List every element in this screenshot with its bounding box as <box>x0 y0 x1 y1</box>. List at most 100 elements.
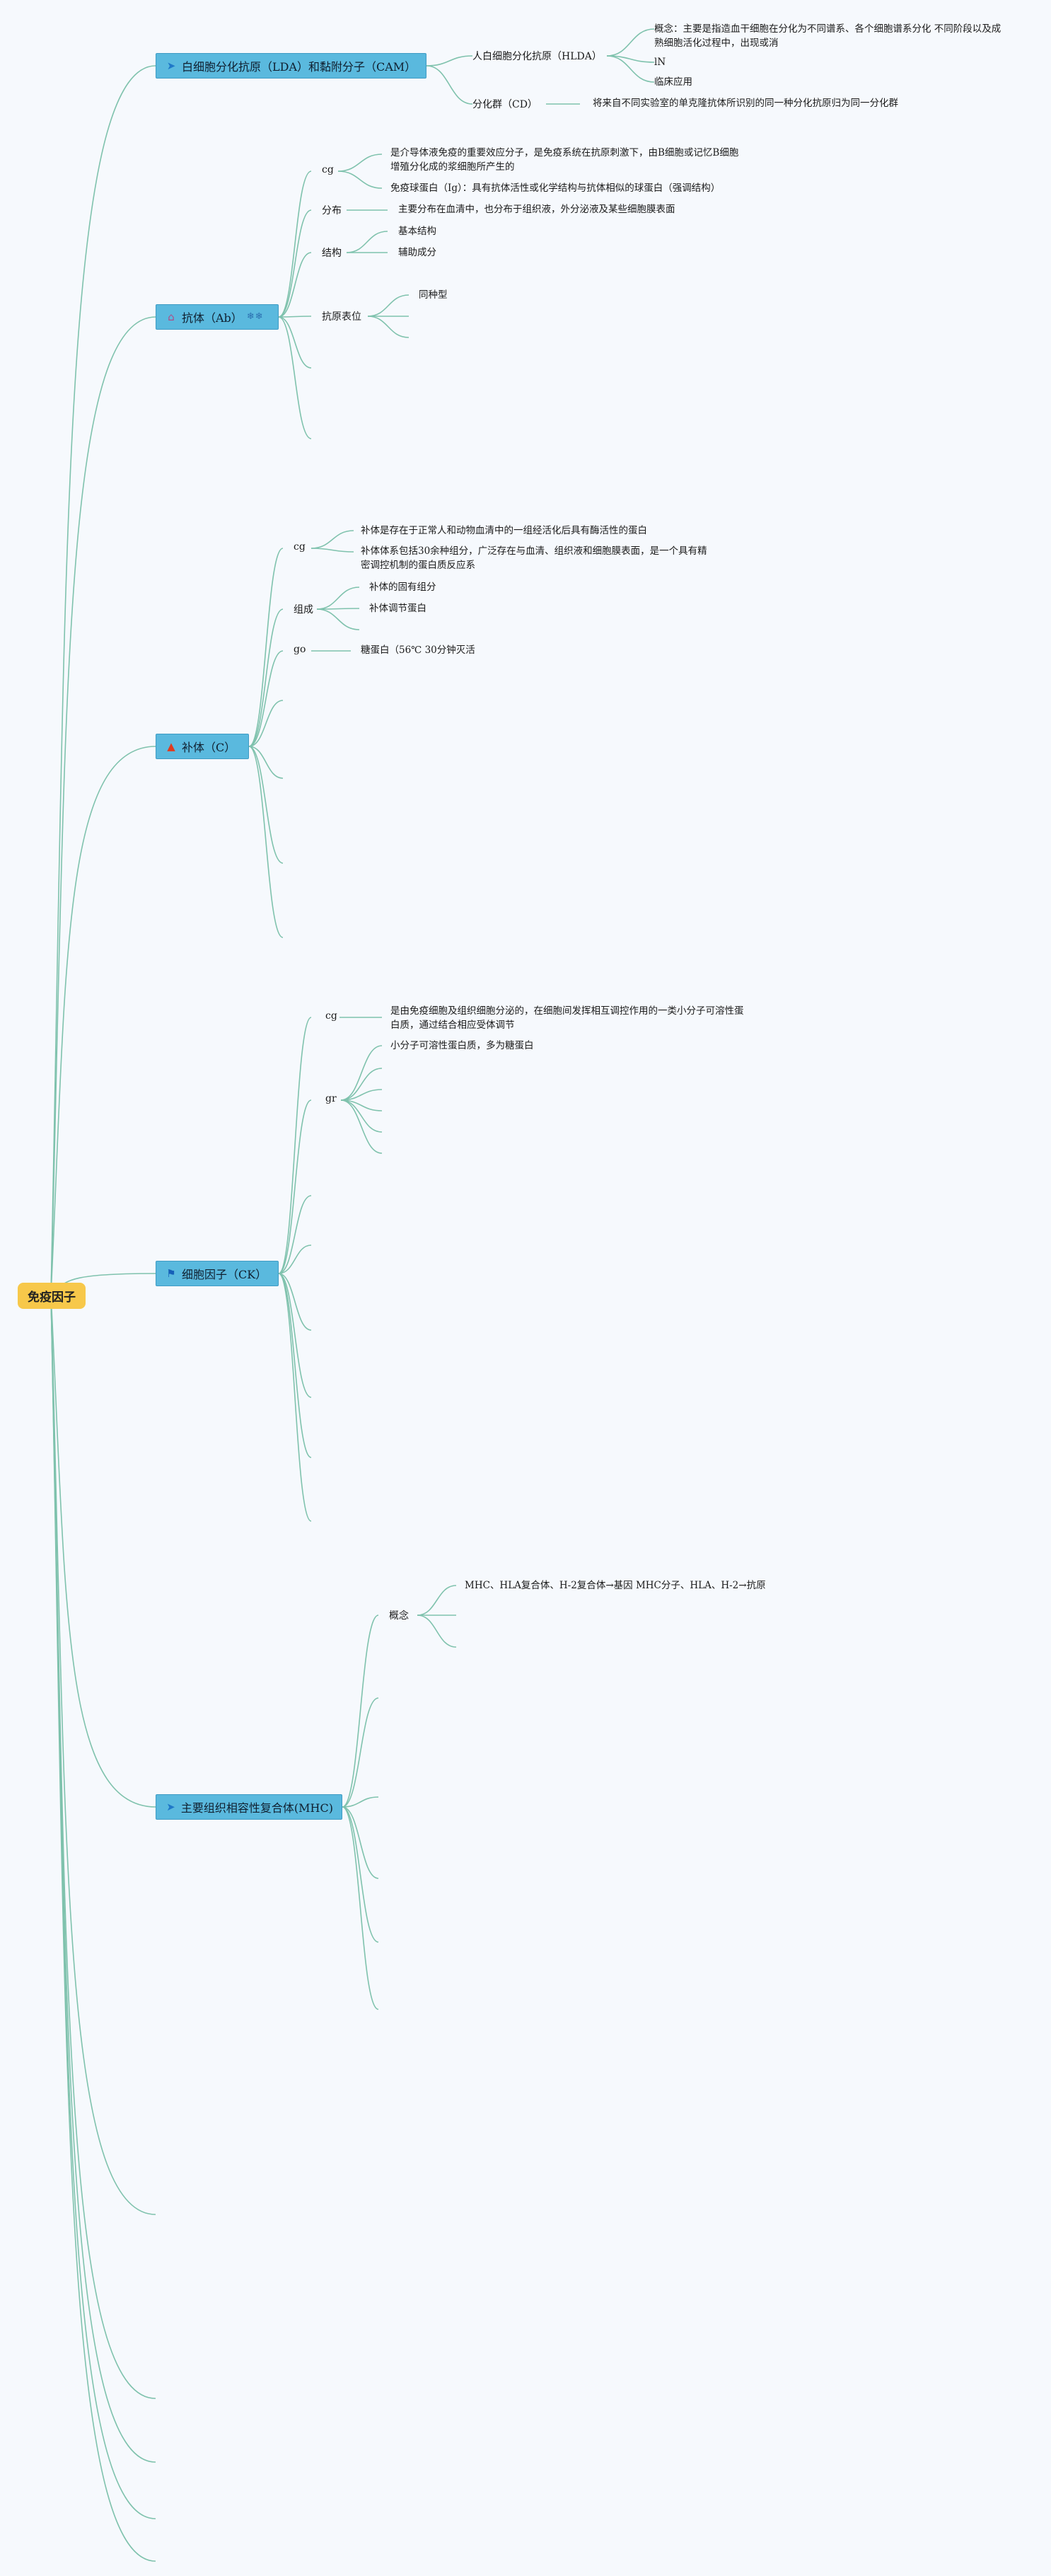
root-stub-connector-0 <box>50 1294 156 2215</box>
complement-concept-text-2-value: 补体体系包括30余种组分，广泛存在与血清、组织液和细胞膜表面，是一个具有精密调控… <box>361 545 707 571</box>
lda-cd-desc-text: 将来自不同实验室的单克隆抗体所识别的同一种分化抗原归为同一分化群 <box>593 98 898 109</box>
complement-concept[interactable]: cg <box>294 541 306 553</box>
complement-props[interactable]: go <box>294 644 306 655</box>
complement-connector-0 <box>248 548 284 747</box>
complement-composition-regulatory: 补体调节蛋白 <box>369 601 426 616</box>
ck-props-label: gr <box>325 1093 337 1104</box>
complement-connector-2 <box>248 650 284 747</box>
lda-hlda-concept-text: 概念：主要是指造血干细胞在分化为不同谱系、各个细胞谱系分化 不同阶段以及成熟细胞… <box>654 23 1001 49</box>
ck-connector-1 <box>278 1099 312 1274</box>
ab-connector-3 <box>278 316 312 318</box>
ck-connector-5 <box>278 1273 312 1398</box>
lda-cd-connector <box>426 65 473 105</box>
root-stub-connector-4 <box>50 1294 156 2562</box>
branch-ab[interactable]: ⌂ 抗体（Ab） ❄❄ <box>156 304 279 330</box>
ck-props[interactable]: gr <box>325 1093 337 1104</box>
lda-cd[interactable]: 分化群（CD） <box>472 97 538 111</box>
mhc-connector-0 <box>342 1615 379 1808</box>
ck-concept-label: cg <box>325 1010 337 1022</box>
complement-composition-stub <box>316 608 360 630</box>
branch-mhc[interactable]: ➤ 主要组织相容性复合体(MHC) <box>156 1794 342 1820</box>
ab-distribution-label: 分布 <box>322 205 342 216</box>
branch-ab-label: 抗体（Ab） <box>182 311 243 325</box>
complement-props-label: go <box>294 644 306 655</box>
ab-structure-basic: 基本结构 <box>398 224 436 238</box>
ab-epitope-stub-2 <box>367 316 410 338</box>
ab-concept-text-value: 是介导体液免疫的重要效应分子，是免疫系统在抗原刺激下，由B细胞或记忆B细胞增殖分… <box>390 147 739 173</box>
ab-distribution-text: 主要分布在血清中，也分布于组织液，外分泌液及某些细胞膜表面 <box>398 202 675 216</box>
branch-complement[interactable]: ▲ 补体（C） <box>156 734 249 759</box>
ab-epitope-label: 抗原表位 <box>322 311 361 323</box>
flag-icon: ⚑ <box>166 1267 176 1280</box>
ab-connector-5 <box>278 316 312 439</box>
ab-connector-4 <box>278 316 312 369</box>
root-connector-1 <box>50 316 156 1295</box>
branch-complement-label: 补体（C） <box>182 741 236 754</box>
ab-distribution-text-value: 主要分布在血清中，也分布于组织液，外分泌液及某些细胞膜表面 <box>398 204 675 215</box>
ck-props-stub-4 <box>340 1099 383 1154</box>
root-stub-connector-2 <box>50 1294 156 2463</box>
root-node[interactable]: 免疫因子 <box>18 1283 86 1309</box>
lda-hlda-clinical: 临床应用 <box>654 75 692 89</box>
complement-connector-3 <box>248 700 284 747</box>
ab-concept[interactable]: cg <box>322 164 334 175</box>
complement-concept-1-connector <box>310 530 354 549</box>
complement-composition[interactable]: 组成 <box>294 602 313 616</box>
ab-ig-connector <box>337 171 383 189</box>
branch-ck-label: 细胞因子（CK） <box>182 1268 267 1281</box>
complement-concept-text-1-value: 补体是存在于正常人和动物血清中的一组经活化后具有酶活性的蛋白 <box>361 525 647 536</box>
ab-epitope-isotype-text: 同种型 <box>419 289 448 301</box>
root-connector-0 <box>50 65 156 1295</box>
mhc-concept-stub-2 <box>417 1615 457 1648</box>
mhc-concept[interactable]: 概念 <box>389 1608 409 1622</box>
complement-props-text: 糖蛋白（56℃ 30分钟灭活 <box>361 643 475 657</box>
mhc-connector-1 <box>342 1697 379 1808</box>
ab-distribution[interactable]: 分布 <box>322 203 342 217</box>
ab-epitope-isotype-connector <box>367 294 410 317</box>
ck-concept[interactable]: cg <box>325 1010 337 1022</box>
mhc-concept-text: MHC、HLA复合体、H-2复合体→基因 MHC分子、HLA、H-2→抗原 <box>465 1578 766 1593</box>
ab-concept-label: cg <box>322 164 334 175</box>
branch-mhc-label: 主要组织相容性复合体(MHC) <box>180 1801 333 1815</box>
ab-structure-aux: 辅助成分 <box>398 246 436 260</box>
lda-hlda-connector <box>426 55 473 67</box>
mhc-connector-2 <box>342 1796 379 1808</box>
ab-epitope[interactable]: 抗原表位 <box>322 309 361 323</box>
ck-concept-text-value: 是由免疫细胞及组织细胞分泌的，在细胞间发挥相互调控作用的一类小分子可溶性蛋白质，… <box>390 1005 744 1031</box>
ck-concept-text: 是由免疫细胞及组织细胞分泌的，在细胞间发挥相互调控作用的一类小分子可溶性蛋白质，… <box>390 1004 744 1032</box>
ab-structure-aux-text: 辅助成分 <box>398 247 436 258</box>
paper-plane-icon: ➤ <box>166 59 176 72</box>
ck-connector-2 <box>278 1195 312 1274</box>
ab-concept-text: 是介导体液免疫的重要效应分子，是免疫系统在抗原刺激下，由B细胞或记忆B细胞增殖分… <box>390 146 744 174</box>
ck-connector-7 <box>278 1273 312 1522</box>
lda-hlda-clinical-text: 临床应用 <box>654 76 692 88</box>
branch-lda[interactable]: ➤ 白细胞分化抗原（LDA）和黏附分子（CAM） <box>156 53 426 79</box>
ab-epitope-isotype: 同种型 <box>419 288 448 302</box>
complement-props-text-value: 糖蛋白（56℃ 30分钟灭活 <box>361 645 475 656</box>
ab-ig-text-value: 免疫球蛋白（Ig）：具有抗体活性或化学结构与抗体相似的球蛋白（强调结构） <box>390 183 721 194</box>
ab-structure-basic-text: 基本结构 <box>398 226 436 237</box>
root-connector-2 <box>50 746 156 1295</box>
complement-connector-6 <box>248 746 284 938</box>
mhc-concept-text-connector <box>417 1585 457 1616</box>
complement-concept-text-1: 补体是存在于正常人和动物血清中的一组经活化后具有酶活性的蛋白 <box>361 524 647 538</box>
ab-concept-text-connector <box>337 154 383 172</box>
complement-composition-inherent-text: 补体的固有组分 <box>369 582 436 593</box>
complement-concept-text-2: 补体体系包括30余种组分，广泛存在与血清、组织液和细胞膜表面，是一个具有精密调控… <box>361 544 714 572</box>
house-icon: ⌂ <box>168 311 175 323</box>
ck-connector-0 <box>278 1017 312 1274</box>
complement-connector-5 <box>248 746 284 864</box>
hlda-clinical-connector <box>606 55 655 83</box>
snowflake-icon: ❄❄ <box>246 311 264 322</box>
lda-hlda[interactable]: 人白细胞分化抗原（HLDA） <box>472 49 602 63</box>
ck-props-text-value: 小分子可溶性蛋白质，多为糖蛋白 <box>390 1040 534 1051</box>
branch-ck[interactable]: ⚑ 细胞因子（CK） <box>156 1261 279 1286</box>
ck-props-text-connector <box>340 1045 383 1101</box>
ab-structure[interactable]: 结构 <box>322 246 342 260</box>
root-connector-4 <box>50 1294 156 1808</box>
lda-hlda-concept: 概念：主要是指造血干细胞在分化为不同谱系、各个细胞谱系分化 不同阶段以及成熟细胞… <box>654 22 1008 50</box>
ck-connector-4 <box>278 1273 312 1331</box>
hlda-concept-connector <box>606 28 655 57</box>
ck-connector-6 <box>278 1273 312 1458</box>
